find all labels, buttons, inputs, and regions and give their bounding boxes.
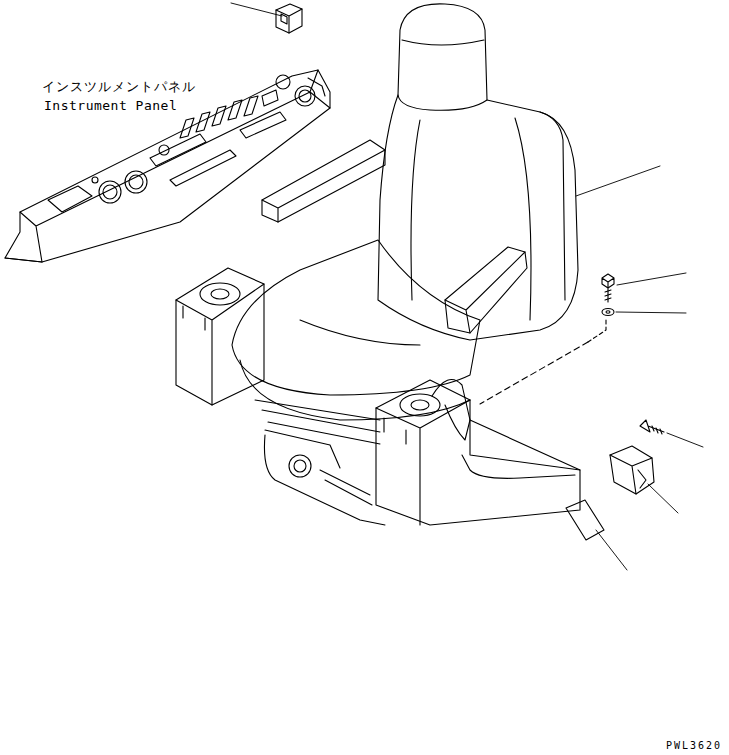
switch-part	[276, 4, 302, 33]
leader-line	[231, 3, 703, 570]
part-label: Instrument Panel	[44, 99, 177, 113]
operator-seat	[232, 4, 578, 525]
screw	[640, 420, 664, 434]
instrument-panel	[5, 70, 330, 262]
right-console	[376, 380, 580, 525]
left-console	[176, 268, 264, 405]
drawing-number: PWL3620	[666, 740, 722, 751]
bracket-box	[610, 446, 654, 494]
part-label: インスツルメントパネル	[42, 80, 196, 94]
hidden-line	[480, 342, 588, 404]
bolt	[602, 274, 614, 302]
plate	[566, 500, 604, 540]
washer	[602, 309, 614, 316]
hidden-line	[588, 320, 606, 342]
